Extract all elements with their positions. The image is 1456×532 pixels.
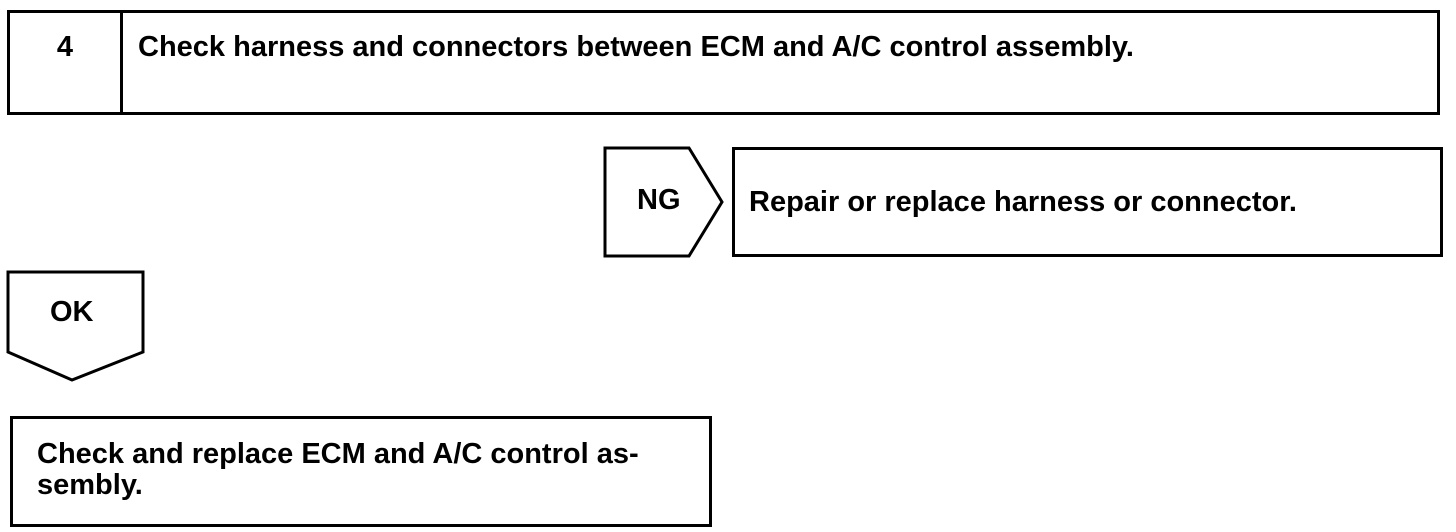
ok-arrow-shape [6, 270, 145, 382]
ok-tag: OK [6, 270, 146, 383]
ng-tag: NG [603, 146, 725, 258]
ng-label: NG [637, 184, 681, 216]
ok-label: OK [50, 296, 94, 328]
ng-result-text: Repair or replace harness or connector. [749, 186, 1297, 218]
ok-result-text: Check and replace ECM and A/C control as… [37, 438, 639, 501]
ng-arrow-shape [603, 146, 724, 258]
ok-result-box: Check and replace ECM and A/C control as… [10, 416, 712, 527]
ng-result-box: Repair or replace harness or connector. [732, 147, 1443, 257]
step-box: 4 Check harness and connectors between E… [7, 10, 1440, 115]
step-number-cell: 4 [10, 13, 123, 112]
step-title: Check harness and connectors between ECM… [138, 31, 1134, 63]
step-number: 4 [56, 31, 74, 63]
